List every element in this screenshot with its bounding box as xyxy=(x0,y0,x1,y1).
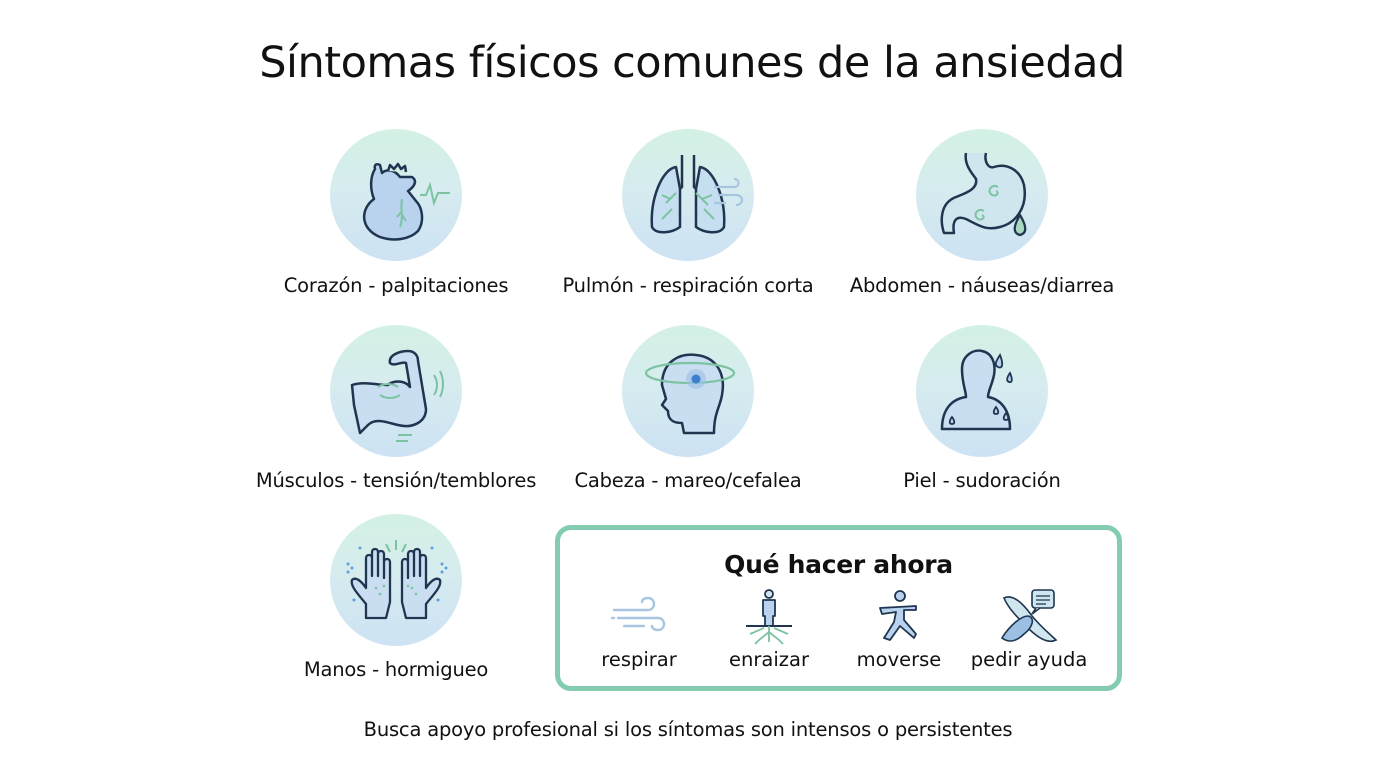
lungs-icon xyxy=(622,129,754,261)
muscle-arm-icon xyxy=(330,325,462,457)
symptom-label: Manos - hormigueo xyxy=(303,658,489,681)
symptom-label: Corazón - palpitaciones xyxy=(283,274,509,297)
tingling-hands-icon xyxy=(330,514,462,646)
action-label: respirar xyxy=(601,648,677,671)
footer-note: Busca apoyo profesional si los síntomas … xyxy=(363,718,1013,741)
action-breathe: respirar xyxy=(574,588,704,671)
symptom-label: Músculos - tensión/temblores xyxy=(255,469,537,492)
action-label: moverse xyxy=(856,648,942,671)
heart-icon xyxy=(330,129,462,261)
symptom-label: Piel - sudoración xyxy=(903,469,1061,492)
panel-title: Qué hacer ahora xyxy=(724,550,953,579)
grounding-roots-icon xyxy=(746,589,792,645)
symptom-label: Pulmón - respiración corta xyxy=(562,274,814,297)
wind-breath-icon xyxy=(610,596,666,632)
helping-hands-chat-icon xyxy=(1000,589,1058,643)
what-to-do-now-panel: Qué hacer ahora respirar enraizar movers… xyxy=(555,525,1122,691)
moving-person-icon xyxy=(879,590,917,641)
action-ask-help: pedir ayuda xyxy=(964,588,1094,671)
sweating-person-icon xyxy=(916,325,1048,457)
stomach-icon xyxy=(916,129,1048,261)
symptom-label: Cabeza - mareo/cefalea xyxy=(574,469,802,492)
action-move: moverse xyxy=(834,588,964,671)
action-label: pedir ayuda xyxy=(970,648,1088,671)
action-label: enraizar xyxy=(729,648,809,671)
action-ground: enraizar xyxy=(704,588,834,671)
symptom-label: Abdomen - náuseas/diarrea xyxy=(849,274,1115,297)
dizzy-head-icon xyxy=(622,325,754,457)
page-title: Síntomas físicos comunes de la ansiedad xyxy=(259,38,1125,88)
